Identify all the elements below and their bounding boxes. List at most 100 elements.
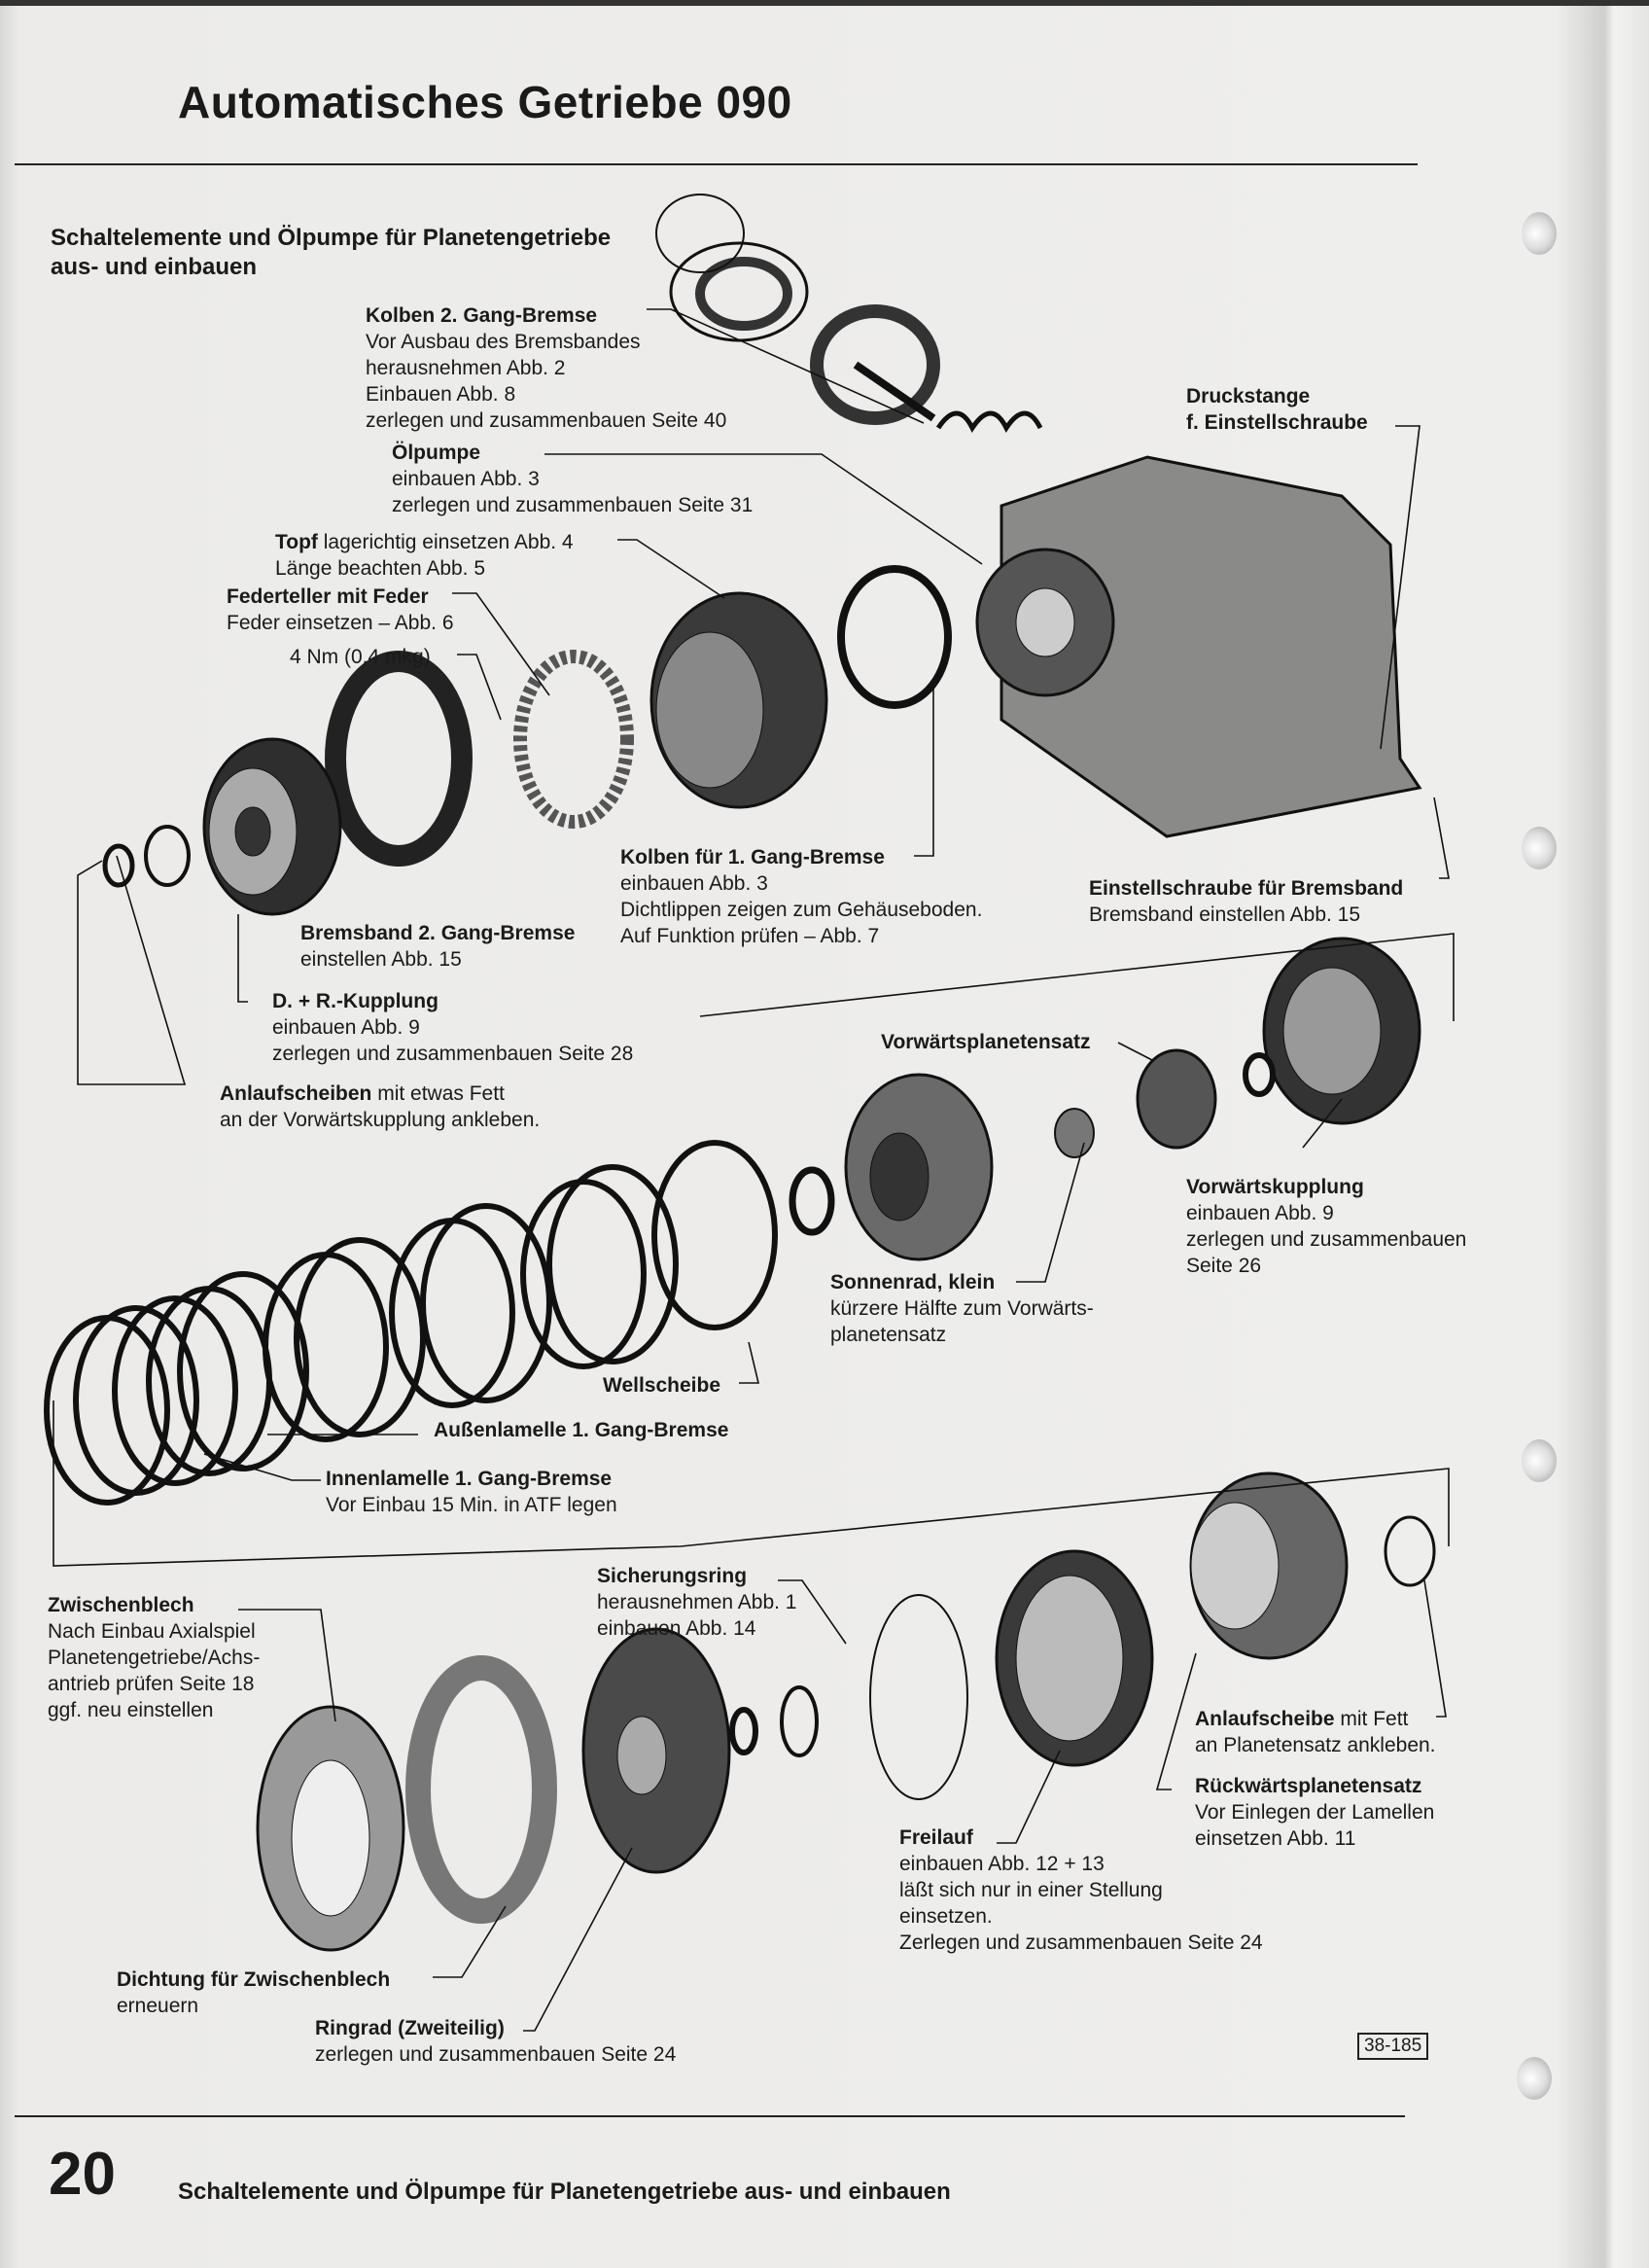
punch-hole bbox=[1522, 1439, 1557, 1482]
label-line: einstellen Abb. 15 bbox=[300, 948, 462, 971]
label-title: Ringrad (Zweiteilig) bbox=[315, 2017, 505, 2039]
forward-planetary bbox=[1136, 1048, 1217, 1150]
footer-rule bbox=[15, 2115, 1405, 2117]
page-title: Automatisches Getriebe 090 bbox=[178, 77, 792, 127]
punch-hole bbox=[1522, 827, 1557, 869]
label-federteller: Federteller mit Feder Feder einsetzen – … bbox=[227, 584, 454, 636]
label-line: an der Vorwärtskupplung ankleben. bbox=[220, 1109, 541, 1131]
label-aussenlamelle: Außenlamelle 1. Gang-Bremse bbox=[434, 1417, 728, 1443]
label-title: Freilauf bbox=[899, 1826, 973, 1849]
label-title: Dichtung für Zwischenblech bbox=[117, 1968, 391, 1991]
label-title: f. Einstellschraube bbox=[1186, 411, 1368, 434]
label-title: Druckstange bbox=[1186, 385, 1311, 408]
label-vorwaertskupplung: Vorwärtskupplung einbauen Abb. 9 zerlege… bbox=[1186, 1174, 1466, 1279]
label-title: Topf bbox=[275, 531, 318, 553]
label-line: Länge beachten Abb. 5 bbox=[275, 557, 486, 580]
scan-edge bbox=[0, 0, 1649, 6]
label-line: Vor Einbau 15 Min. in ATF legen bbox=[326, 1494, 617, 1516]
label-title: Sicherungsring bbox=[597, 1565, 748, 1587]
label-kolben-1-gang-bremse: Kolben für 1. Gang-Bremse einbauen Abb. … bbox=[620, 844, 982, 949]
label-line: zerlegen und zusammenbauen bbox=[1186, 1228, 1467, 1251]
label-line: herausnehmen Abb. 2 bbox=[366, 357, 566, 379]
parts bbox=[44, 194, 1436, 1952]
label-line: zerlegen und zusammenbauen Seite 40 bbox=[366, 409, 727, 432]
label-line: einbauen Abb. 3 bbox=[620, 872, 768, 895]
label-line: an Planetensatz ankleben. bbox=[1195, 1734, 1436, 1756]
label-text: lagerichtig einsetzen Abb. 4 bbox=[317, 531, 574, 553]
label-sonnenrad: Sonnenrad, klein kürzere Hälfte zum Vorw… bbox=[830, 1269, 1094, 1348]
label-title: Vorwärtskupplung bbox=[1186, 1176, 1364, 1198]
piston-1st-gear bbox=[837, 565, 952, 709]
label-rueckwaertsplanetensatz: Rückwärtsplanetensatz Vor Einlegen der L… bbox=[1195, 1773, 1434, 1852]
label-line: Einbauen Abb. 8 bbox=[366, 383, 516, 406]
label-line: zerlegen und zusammenbauen Seite 28 bbox=[272, 1043, 634, 1065]
label-line: Vor Ausbau des Bremsbandes bbox=[366, 331, 641, 353]
circlip bbox=[869, 1594, 968, 1800]
label-title: Innenlamelle 1. Gang-Bremse bbox=[326, 1468, 613, 1490]
label-line: einbauen Abb. 3 bbox=[392, 468, 540, 490]
label-innenlamelle: Innenlamelle 1. Gang-Bremse Vor Einbau 1… bbox=[326, 1466, 617, 1518]
label-wellscheibe: Wellscheibe bbox=[603, 1372, 720, 1399]
label-zwischenblech: Zwischenblech Nach Einbau Axialspiel Pla… bbox=[48, 1592, 260, 1723]
spring-plate bbox=[513, 650, 634, 829]
label-dr-kupplung: D. + R.-Kupplung einbauen Abb. 9 zerlege… bbox=[272, 988, 633, 1067]
clutch-plates bbox=[44, 1140, 778, 1506]
brake-band bbox=[325, 651, 473, 867]
label-line: zerlegen und zusammenbauen Seite 24 bbox=[315, 2043, 677, 2066]
label-text: mit etwas Fett bbox=[371, 1082, 505, 1105]
label-title: Kolben 2. Gang-Bremse bbox=[366, 304, 598, 327]
heading-line: aus- und einbauen bbox=[51, 254, 258, 280]
label-dichtung: Dichtung für Zwischenblech erneuern bbox=[117, 1967, 390, 2019]
label-line: einsetzen Abb. 11 bbox=[1195, 1827, 1356, 1850]
label-line: Auf Funktion prüfen – Abb. 7 bbox=[620, 925, 880, 947]
label-line: einbauen Abb. 12 + 13 bbox=[899, 1853, 1105, 1875]
transmission-housing bbox=[1000, 455, 1422, 838]
label-line: Zerlegen und zusammenbauen Seite 24 bbox=[899, 1931, 1263, 1954]
label-bremsband: Bremsband 2. Gang-Bremse einstellen Abb.… bbox=[300, 920, 575, 973]
label-title: Rückwärtsplanetensatz bbox=[1195, 1775, 1422, 1797]
label-line: kürzere Hälfte zum Vorwärts- bbox=[830, 1297, 1094, 1320]
header-rule bbox=[15, 163, 1418, 165]
label-title: Vorwärtsplanetensatz bbox=[881, 1031, 1091, 1053]
label-line: herausnehmen Abb. 1 bbox=[597, 1591, 797, 1613]
label-line: Planetengetriebe/Achs- bbox=[48, 1647, 261, 1669]
label-line: Feder einsetzen – Abb. 6 bbox=[227, 612, 454, 634]
label-title: Wellscheibe bbox=[603, 1374, 720, 1397]
label-line: planetensatz bbox=[830, 1324, 947, 1346]
label-oelpumpe: Ölpumpe einbauen Abb. 3 zerlegen und zus… bbox=[392, 440, 753, 518]
punch-hole bbox=[1517, 2057, 1552, 2100]
label-title: Anlaufscheibe bbox=[1195, 1708, 1335, 1730]
label-title: Kolben für 1. Gang-Bremse bbox=[620, 846, 885, 868]
label-line: läßt sich nur in einer Stellung bbox=[899, 1879, 1163, 1901]
label-torque: 4 Nm (0,4 mkg) bbox=[290, 646, 431, 668]
label-freilauf: Freilauf einbauen Abb. 12 + 13 läßt sich… bbox=[899, 1825, 1263, 1956]
label-line: Seite 26 bbox=[1186, 1255, 1262, 1277]
label-title: Federteller mit Feder bbox=[227, 585, 429, 608]
label-topf: Topf lagerichtig einsetzen Abb. 4 Länge … bbox=[275, 529, 574, 582]
label-title: Einstellschraube für Bremsband bbox=[1089, 877, 1404, 900]
label-title: Ölpumpe bbox=[392, 442, 481, 464]
label-sicherungsring: Sicherungsring herausnehmen Abb. 1 einba… bbox=[597, 1563, 797, 1642]
label-title: Anlaufscheiben bbox=[220, 1082, 372, 1105]
label-line: einsetzen. bbox=[899, 1905, 993, 1928]
section-heading: Schaltelemente und Ölpumpe für Planeteng… bbox=[51, 224, 611, 282]
label-line: einbauen Abb. 9 bbox=[272, 1016, 420, 1039]
punch-hole bbox=[1522, 212, 1557, 255]
leader-lines bbox=[53, 308, 1455, 2032]
label-kolben-2-gang-bremse: Kolben 2. Gang-Bremse Vor Ausbau des Bre… bbox=[366, 302, 726, 434]
label-anlaufscheibe: Anlaufscheibe mit Fett an Planetensatz a… bbox=[1195, 1706, 1436, 1758]
label-einstellschraube: Einstellschraube für Bremsband Bremsband… bbox=[1089, 875, 1403, 928]
label-title: Bremsband 2. Gang-Bremse bbox=[300, 922, 576, 944]
label-line: zerlegen und zusammenbauen Seite 31 bbox=[392, 494, 754, 516]
label-line: Vor Einlegen der Lamellen bbox=[1195, 1801, 1435, 1824]
label-title: Sonnenrad, klein bbox=[830, 1271, 996, 1293]
label-line: einbauen Abb. 9 bbox=[1186, 1202, 1334, 1224]
page-number: 20 bbox=[49, 2141, 116, 2208]
label-line: Dichtlippen zeigen zum Gehäuseboden. bbox=[620, 899, 983, 921]
sun-gear bbox=[1054, 1108, 1095, 1158]
label-title: D. + R.-Kupplung bbox=[272, 990, 439, 1012]
footer-text: Schaltelemente und Ölpumpe für Planeteng… bbox=[178, 2179, 951, 2205]
label-vorwaertsplanetensatz: Vorwärtsplanetensatz bbox=[881, 1029, 1091, 1055]
label-line: erneuern bbox=[117, 1995, 199, 2017]
